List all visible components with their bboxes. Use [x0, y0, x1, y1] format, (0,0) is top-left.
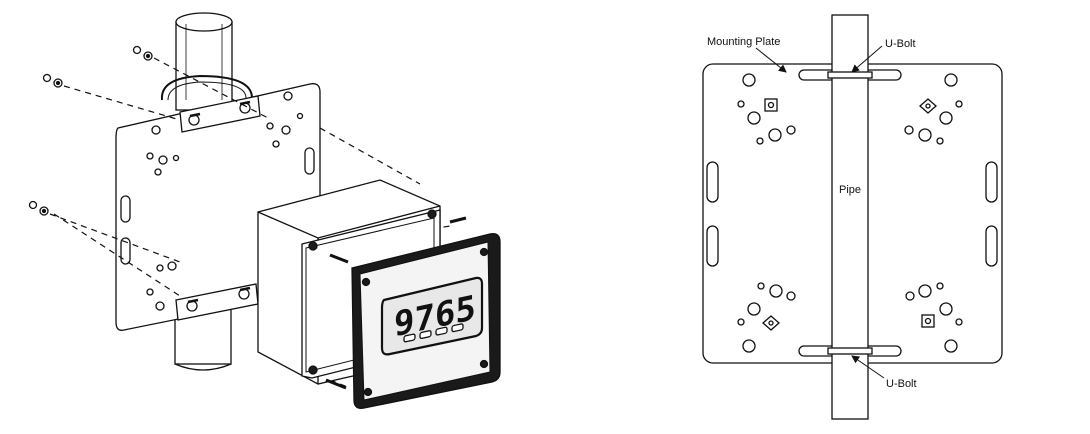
- hole-pattern-bottom-left: [737, 282, 796, 353]
- u-bolt-loop: [160, 74, 253, 101]
- u-bolt-band-top: [827, 71, 873, 79]
- label-pipe: Pipe: [839, 184, 861, 196]
- meter-front-panel: 9765: [351, 233, 501, 409]
- hole-pattern-bottom-right: [905, 282, 963, 353]
- u-bolt-clamp-bottom: [175, 283, 259, 321]
- label-mounting-plate: Mounting Plate: [707, 36, 780, 48]
- label-u-bolt-bottom: U-Bolt: [886, 378, 917, 390]
- label-leader-lines: [755, 45, 885, 379]
- plate-slot-left-upper: [706, 161, 719, 203]
- cover-screws: [325, 216, 467, 390]
- label-u-bolt-top: U-Bolt: [885, 38, 916, 50]
- plate-slot-left-lower: [706, 225, 719, 267]
- u-bolt-clamp-top: [179, 95, 261, 133]
- plate-slot-right-lower: [985, 225, 998, 267]
- plate-slot-right-upper: [985, 161, 998, 203]
- hole-pattern-top-left: [737, 73, 796, 145]
- hole-pattern-top-right: [904, 73, 963, 145]
- front-view-diagram: [702, 14, 1003, 420]
- hex-nuts: [28, 45, 153, 216]
- front-button-4: [451, 323, 464, 333]
- u-bolt-band-bottom: [827, 347, 873, 355]
- front-button-3: [435, 326, 448, 336]
- front-button-2: [419, 330, 432, 340]
- exploded-mounting-view: 9765: [28, 12, 501, 409]
- pipe-isometric: [174, 12, 233, 371]
- front-button-1: [403, 333, 416, 343]
